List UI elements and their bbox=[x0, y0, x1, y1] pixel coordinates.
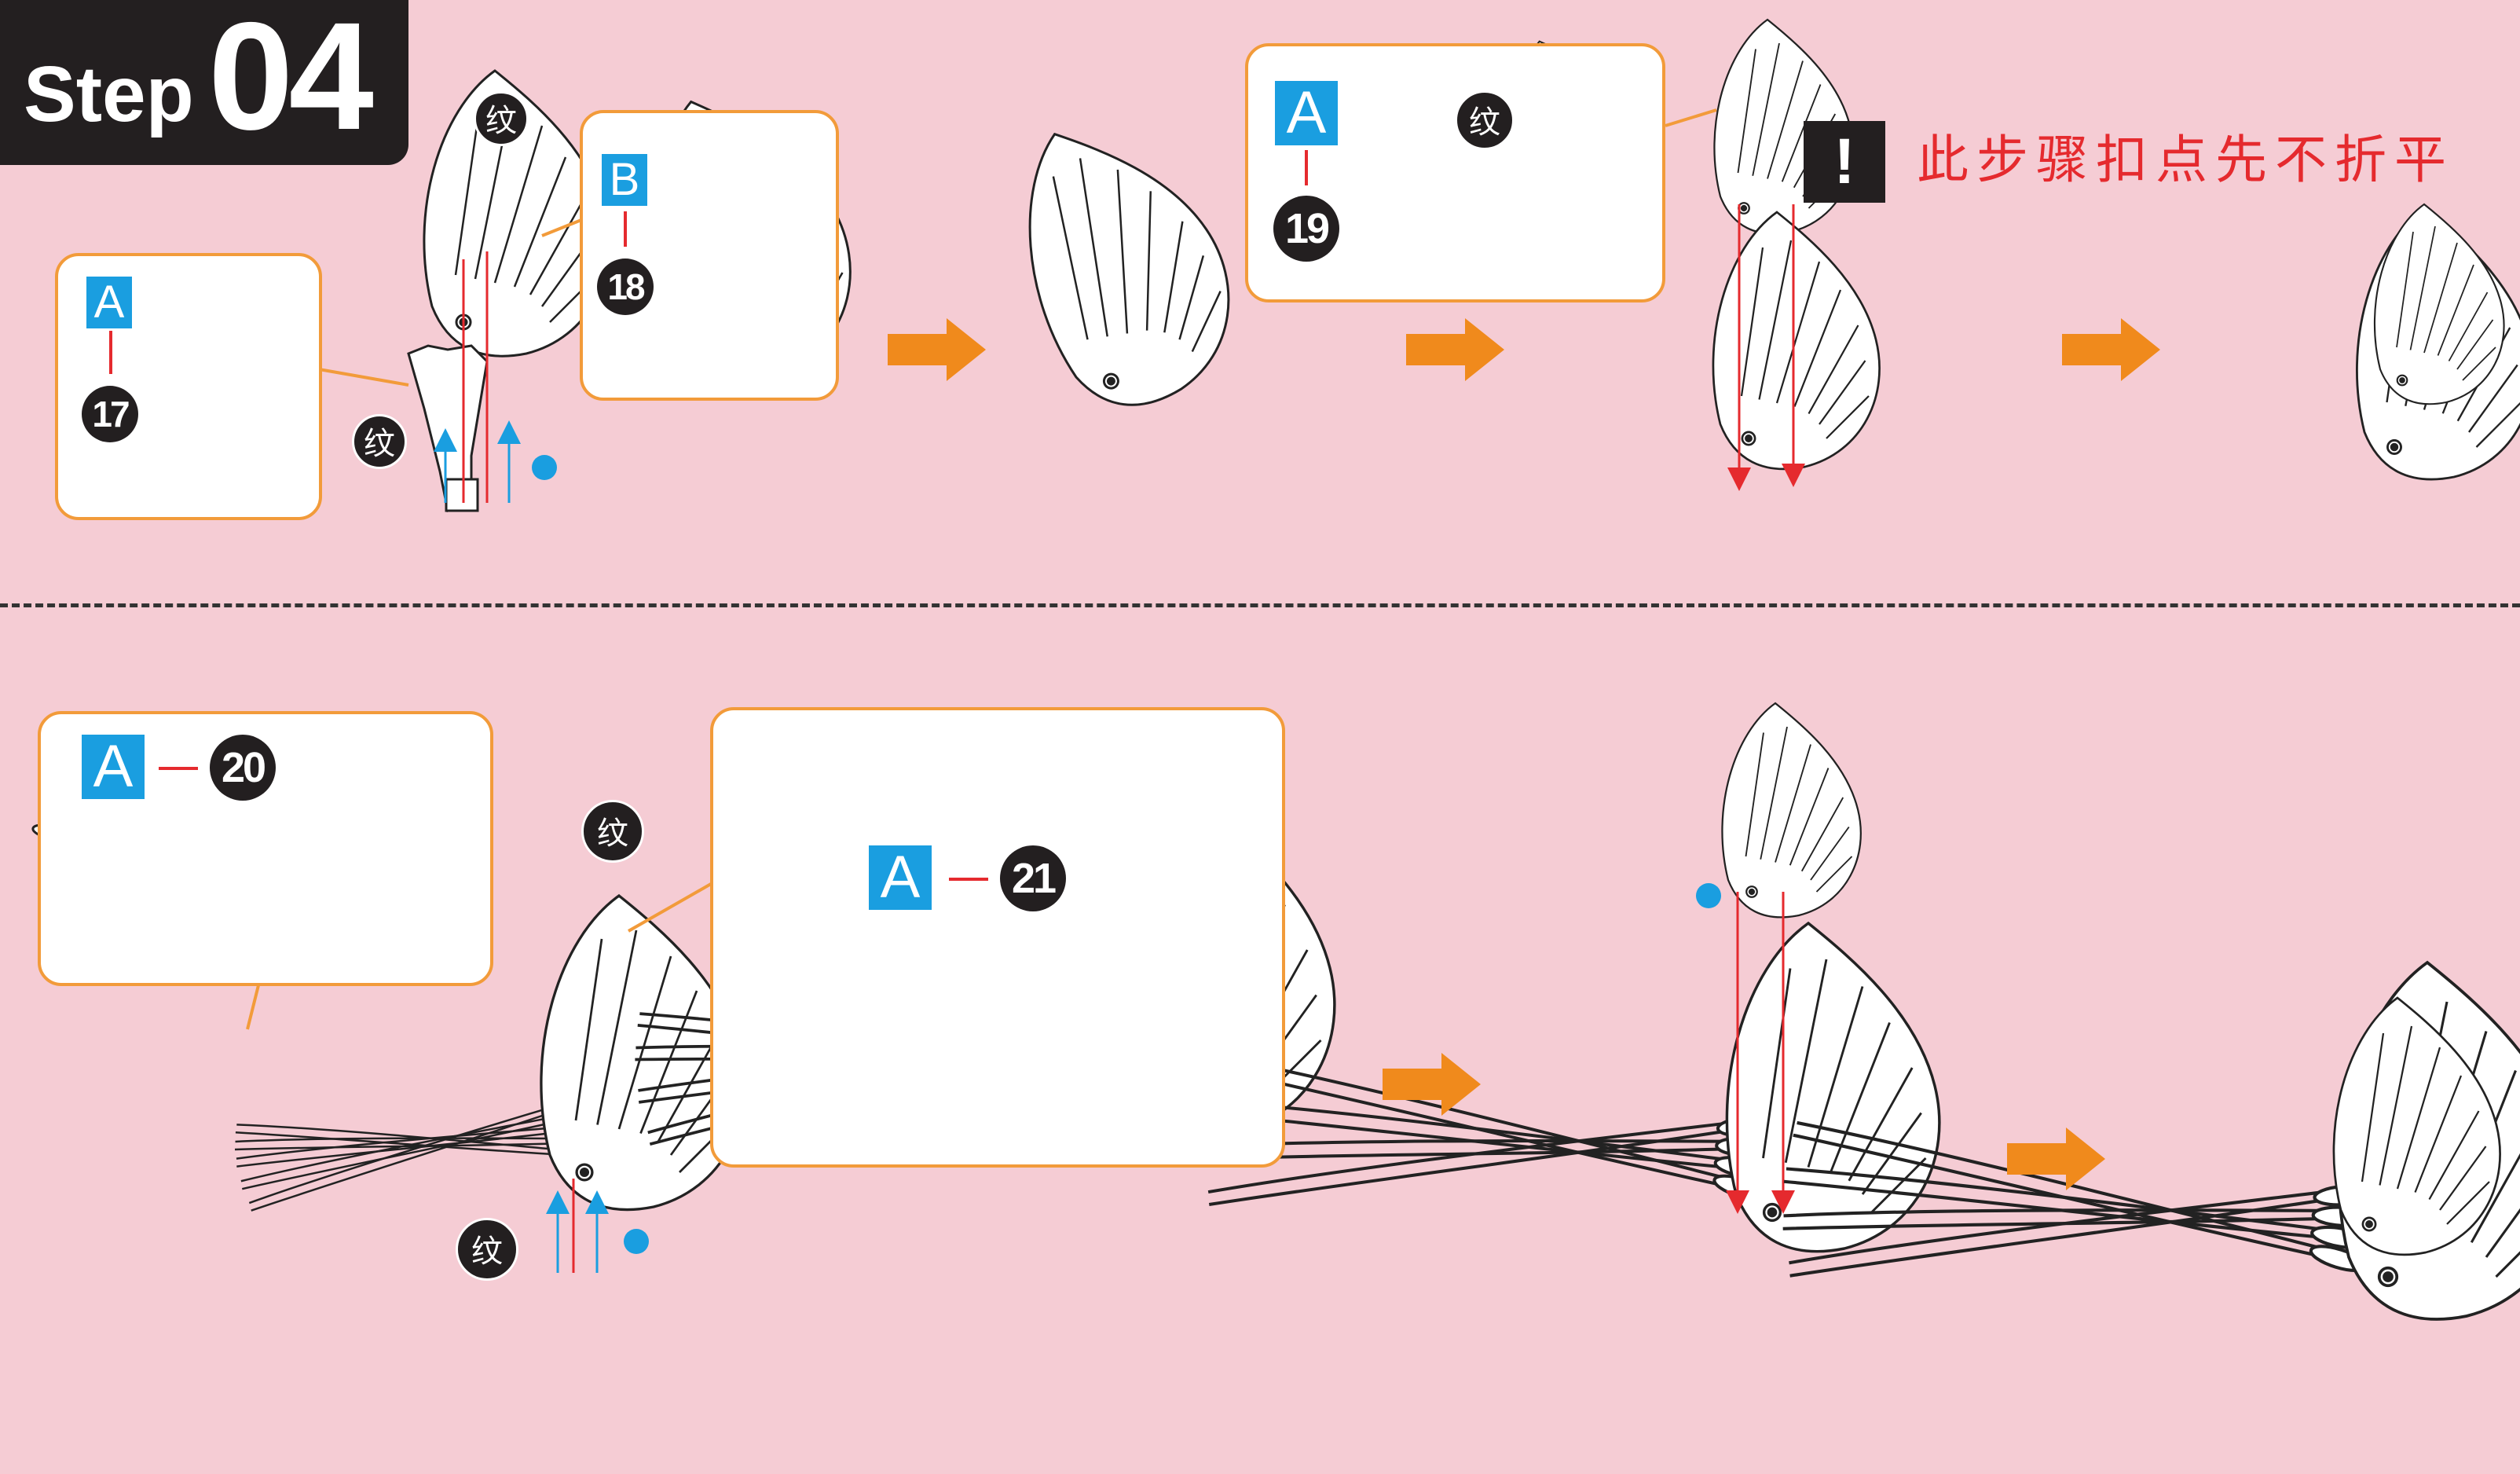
part-number-18: 18 bbox=[597, 258, 654, 315]
right-arrow-icon bbox=[1406, 318, 1504, 381]
step-badge: Step 04 bbox=[0, 0, 408, 165]
section-divider bbox=[0, 603, 2520, 607]
mark-label: 纹 bbox=[456, 1218, 518, 1281]
part-tag-b: B bbox=[602, 154, 647, 206]
tag-connector bbox=[109, 331, 112, 374]
assembly-3-guides bbox=[546, 1179, 649, 1273]
panel-part-18: B 18 bbox=[580, 110, 839, 401]
part-tag-a: A bbox=[869, 845, 932, 910]
exclamation-icon: ! bbox=[1804, 121, 1885, 203]
part-number-19: 19 bbox=[1273, 196, 1339, 262]
mark-label: 纹 bbox=[474, 91, 529, 146]
tag-connector bbox=[624, 211, 627, 247]
panel-part-20: A 20 bbox=[38, 711, 493, 986]
warning-text: 此步骤扣点先不折平 bbox=[1917, 130, 2454, 190]
part-number-20: 20 bbox=[210, 735, 276, 801]
assembly-4-wing bbox=[1725, 922, 1941, 1253]
part-tag-a: A bbox=[86, 277, 132, 328]
right-arrow-icon bbox=[888, 318, 986, 381]
mark-label: 纹 bbox=[352, 414, 407, 469]
panel-part-21: A 21 bbox=[710, 707, 1285, 1168]
result-1-wing bbox=[987, 94, 1261, 428]
mark-label: 纹 bbox=[581, 800, 644, 863]
step-word: Step bbox=[24, 50, 194, 138]
part-number-17: 17 bbox=[82, 386, 138, 442]
panel-part-17: A 17 bbox=[55, 253, 322, 520]
right-arrow-icon bbox=[2007, 1128, 2105, 1190]
part-tag-a: A bbox=[1275, 81, 1338, 145]
tag-connector bbox=[949, 878, 988, 881]
step-number: 04 bbox=[208, 0, 374, 162]
mark-label: 纹 bbox=[1455, 90, 1515, 150]
part-number-21: 21 bbox=[1000, 845, 1066, 911]
assembly-2-guides bbox=[1727, 204, 1805, 491]
assembly-4-guides bbox=[1696, 883, 1795, 1214]
panel-part-19: A 19 纹 bbox=[1245, 43, 1665, 302]
assembly-1-leg bbox=[407, 344, 489, 512]
tag-connector bbox=[1305, 150, 1308, 185]
assembly-4-upper-wing bbox=[1721, 702, 1862, 918]
assembly-1-guides bbox=[434, 251, 557, 503]
part-tag-a: A bbox=[82, 735, 145, 799]
tag-connector bbox=[159, 767, 198, 770]
right-arrow-icon bbox=[2062, 318, 2160, 381]
right-arrow-icon bbox=[1383, 1053, 1481, 1116]
